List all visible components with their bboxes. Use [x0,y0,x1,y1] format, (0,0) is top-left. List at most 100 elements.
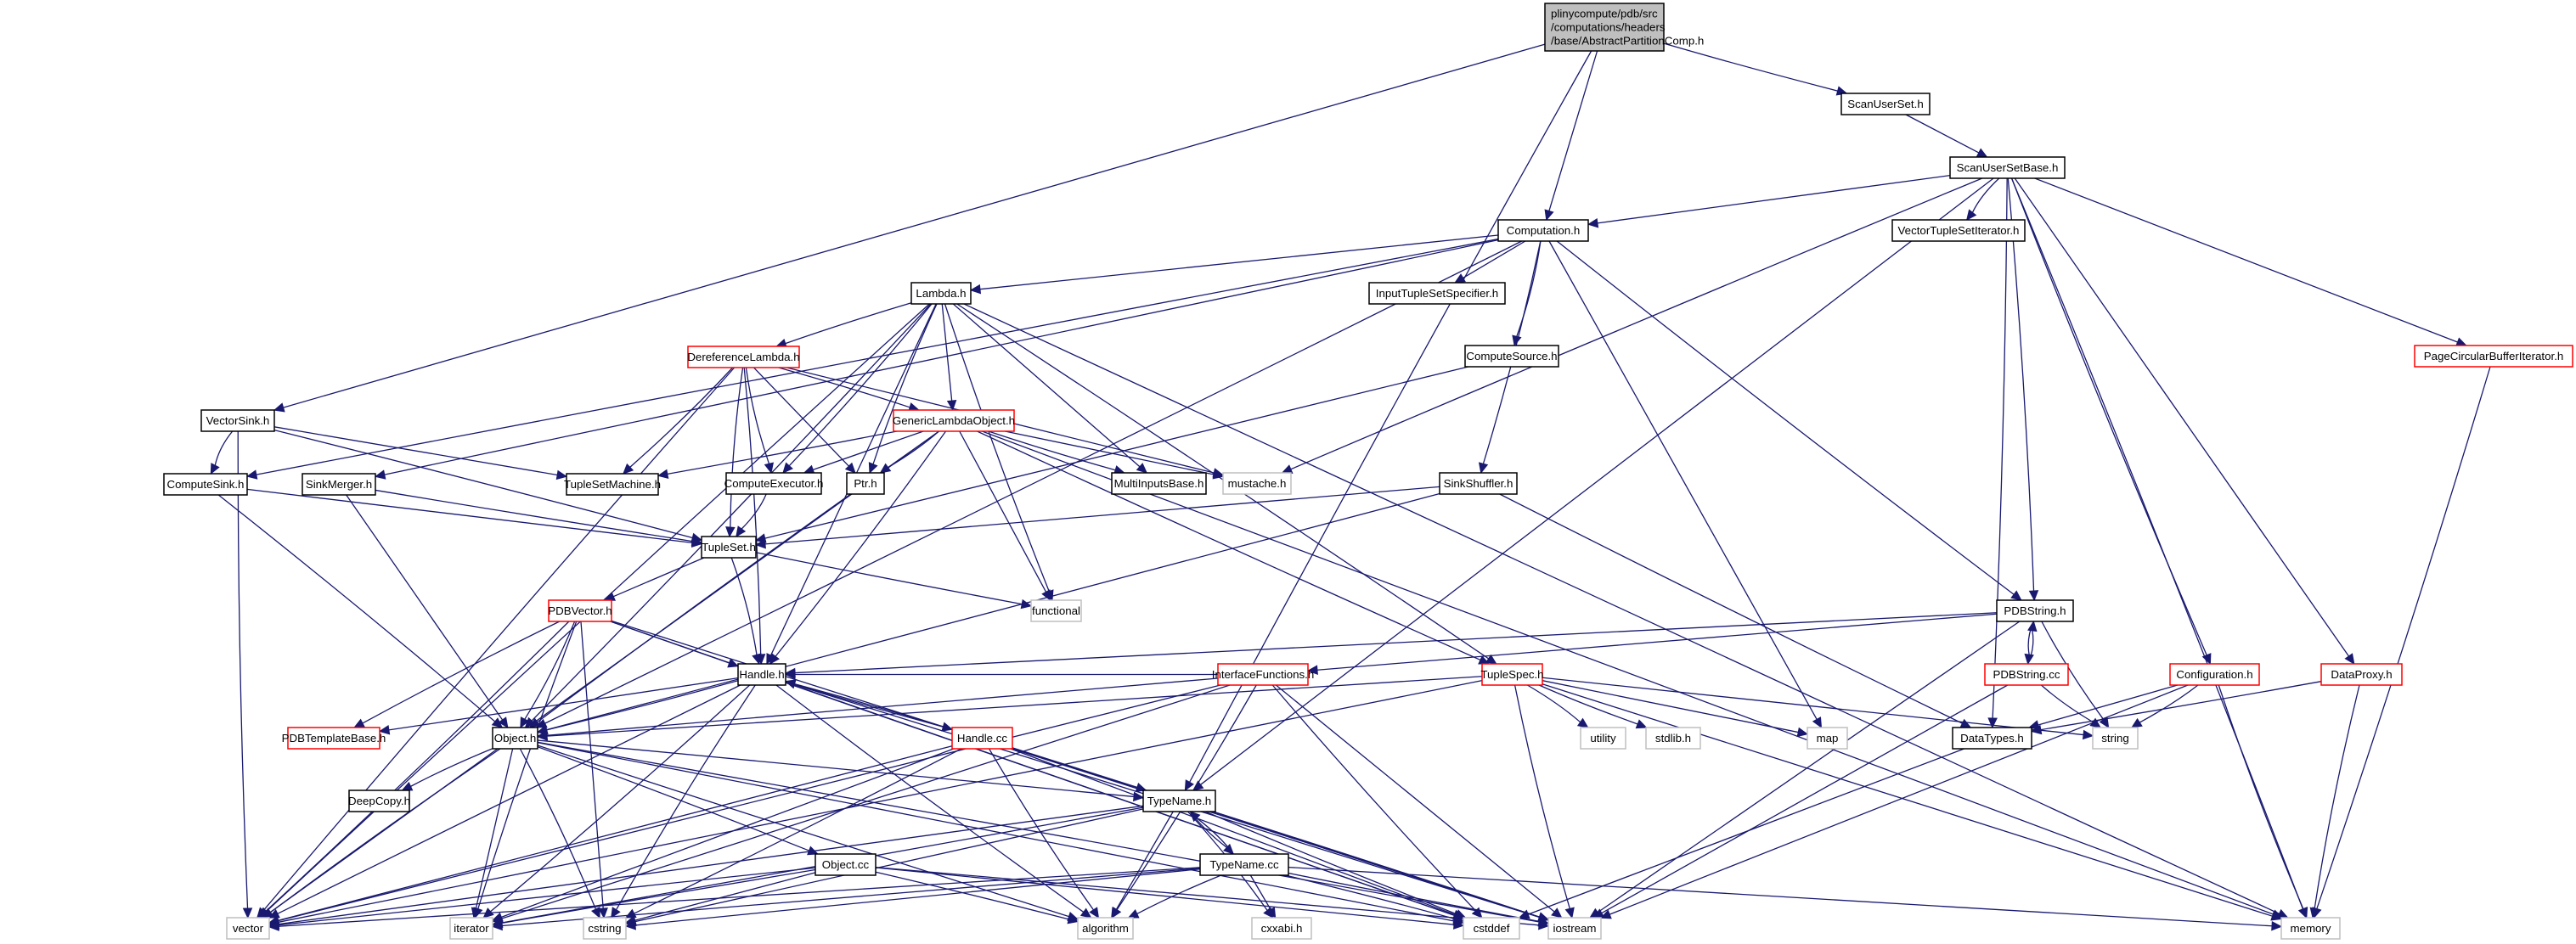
edge-TypeNameCC-to-memory [1288,866,2283,931]
node-Computation[interactable]: Computation.h [1497,219,1589,242]
edge-line [546,677,1219,736]
node-ScanUserSetBase[interactable]: ScanUserSetBase.h [1949,156,2066,179]
arrowhead-icon [1127,908,1140,919]
edge-line [634,872,816,921]
edge-line [1905,114,1980,154]
node-label: cxxabi.h [1261,922,1303,935]
node-VectorTupleSetIterator[interactable]: VectorTupleSetIterator.h [1891,219,2026,242]
edge-Handle-to-cstring [611,684,756,919]
edge-line [794,612,1998,674]
edge-VectorSink-to-TupleSetMachine [273,426,568,480]
edge-line [269,430,940,913]
node-DataProxy[interactable]: DataProxy.h [2320,663,2403,686]
node-TypeName[interactable]: TypeName.h [1142,789,1216,812]
node-ComputeExecutor[interactable]: ComputeExecutor.h [724,472,824,495]
edge-TupleSet-to-Handle [730,557,762,666]
arrowhead-icon [2130,717,2143,728]
node-Lambda[interactable]: Lambda.h [910,282,972,305]
node-PDBString[interactable]: PDBString.h [1996,599,2074,622]
node-Object[interactable]: Object.h [492,727,538,750]
node-box [815,853,877,876]
edge-line [283,43,1546,408]
edge-DataTypes-to-cstddef [1518,748,1964,919]
node-PDBStringCC[interactable]: PDBString.cc [1984,663,2069,686]
node-HandleCC[interactable]: Handle.cc [951,727,1013,750]
node-TupleSet[interactable]: TupleSet.h [701,536,757,559]
node-ScanUserSet[interactable]: ScanUserSet.h [1840,93,1931,115]
edge-line [963,303,2280,914]
arrowhead-icon [1020,598,1033,610]
node-VectorSink[interactable]: VectorSink.h [200,409,275,432]
node-TypeNameCC[interactable]: TypeName.cc [1199,853,1289,876]
arrowhead-icon [784,669,796,680]
edge-line [1597,174,1951,224]
node-ObjectCC[interactable]: Object.cc [815,853,877,876]
edge-line [875,866,1540,926]
edge-ScanUserSetBase-to-DataProxy [2014,177,2355,665]
edge-PDBString-to-InterfaceFunctions [1306,613,1998,675]
arrowhead-icon [782,462,793,474]
node-PDBVector[interactable]: PDBVector.h [548,599,612,622]
node-DeepCopy[interactable]: DeepCopy.h [348,789,410,812]
node-SinkShuffler[interactable]: SinkShuffler.h [1439,472,1518,495]
node-box [1111,472,1207,495]
node-PageCircularBufferIterator[interactable]: PageCircularBufferIterator.h [2414,345,2573,368]
node-PDBTemplateBase[interactable]: PDBTemplateBase.h [282,727,386,750]
node-Configuration[interactable]: Configuration.h [2169,663,2260,686]
node-DataTypes[interactable]: DataTypes.h [1952,727,2032,750]
node-label: DataTypes.h [1960,732,2024,745]
arrowhead-icon [1564,907,1575,919]
arrowhead-icon [2010,590,2022,601]
node-Handle[interactable]: Handle.h [737,663,786,686]
node-TupleSpec[interactable]: TupleSpec.h [1480,663,1544,686]
edge-line [875,867,1455,925]
node-TupleSetMachine[interactable]: TupleSetMachine.h [564,473,661,496]
edge-line [544,240,1522,724]
edge-line [764,486,1440,545]
edge-line [959,430,1047,593]
edge-line [778,367,910,408]
arrowhead-icon [624,908,637,919]
edge-line [1597,621,2021,913]
node-box [2169,663,2260,686]
node-InterfaceFunctions[interactable]: InterfaceFunctions.h [1212,663,1314,686]
node-label: DataProxy.h [2331,668,2392,681]
arrowhead-icon [1067,914,1079,924]
node-SinkMerger[interactable]: SinkMerger.h [302,473,376,496]
node-box [1368,282,1506,305]
node-ComputeSource[interactable]: ComputeSource.h [1464,345,1559,368]
edge-TypeNameCC-to-cxxabi [1249,874,1277,919]
edge-SinkMerger-to-TupleSet [375,489,703,547]
node-ComputeSink[interactable]: ComputeSink.h [163,473,248,496]
edge-Lambda-to-GenericLambdaObject [941,303,957,412]
node-map: map [1807,727,1848,750]
edge-Object-to-iostream [537,741,1550,927]
node-Ptr[interactable]: Ptr.h [846,472,885,495]
edge-line [2038,684,2179,726]
edge-line [410,748,493,787]
edge-DereferenceLambda-to-Ptr [753,367,856,474]
node-GenericLambdaObject[interactable]: GenericLambdaObject.h [893,409,1015,432]
edge-line [634,868,1201,926]
node-label: plinycompute/pdb/src [1551,8,1658,20]
edge-DereferenceLambda-to-GenericLambdaObject [778,367,920,413]
node-DereferenceLambda[interactable]: DereferenceLambda.h [687,346,800,368]
edge-PDBString-to-Handle [784,612,1998,678]
node-root[interactable]: plinycompute/pdb/src/computations/header… [1544,3,1704,52]
arrowhead-icon [624,920,637,930]
node-label: cstddef [1474,922,1510,935]
node-box [226,917,270,940]
edge-Computation-to-ComputeSink [245,238,1499,480]
edge-line [1005,430,1215,475]
edge-VectorSink-to-ComputeSink [210,430,234,475]
edge-TypeNameCC-to-TypeName [1189,811,1234,855]
edge-line [1010,748,1455,915]
node-MultiInputsBase[interactable]: MultiInputsBase.h [1111,472,1207,495]
node-InputTupleSetSpecifier[interactable]: InputTupleSetSpecifier.h [1368,282,1506,305]
edge-GenericLambdaObject-to-TupleSetMachine [657,430,898,479]
edge-root-to-ScanUserSet [1663,42,1848,96]
edge-line [1663,42,1838,92]
edge-InterfaceFunctions-to-vector [268,684,1221,926]
arrowhead-icon [498,716,509,728]
edge-Object-to-TypeName [537,739,1145,802]
